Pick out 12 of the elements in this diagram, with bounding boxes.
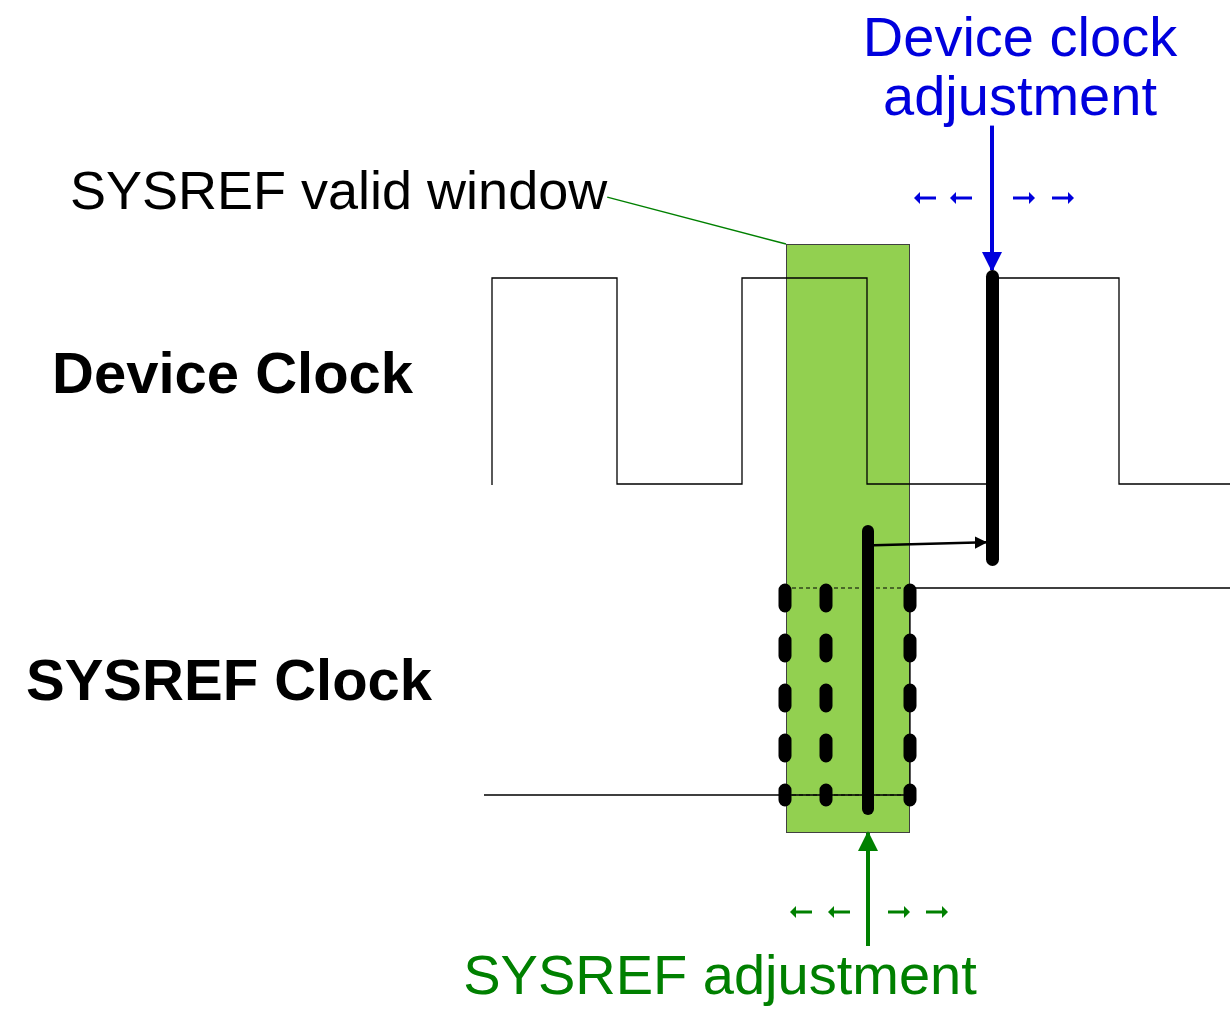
- annotation-text: SYSREF valid window: [70, 162, 608, 219]
- annotation-text: Device clock adjustment: [812, 8, 1228, 126]
- leader-line: [606, 196, 787, 245]
- signal-name: Device Clock: [52, 343, 414, 404]
- annotation-text: SYSREF adjustment: [400, 946, 1040, 1005]
- arrow: [982, 125, 1002, 272]
- arrow: [858, 831, 878, 946]
- signal-name: SYSREF Clock: [26, 650, 433, 711]
- clock-edge-bar: [862, 525, 874, 815]
- arrow: [873, 536, 988, 549]
- valid-window-band: [786, 244, 910, 833]
- clock-edge-bar: [986, 270, 999, 566]
